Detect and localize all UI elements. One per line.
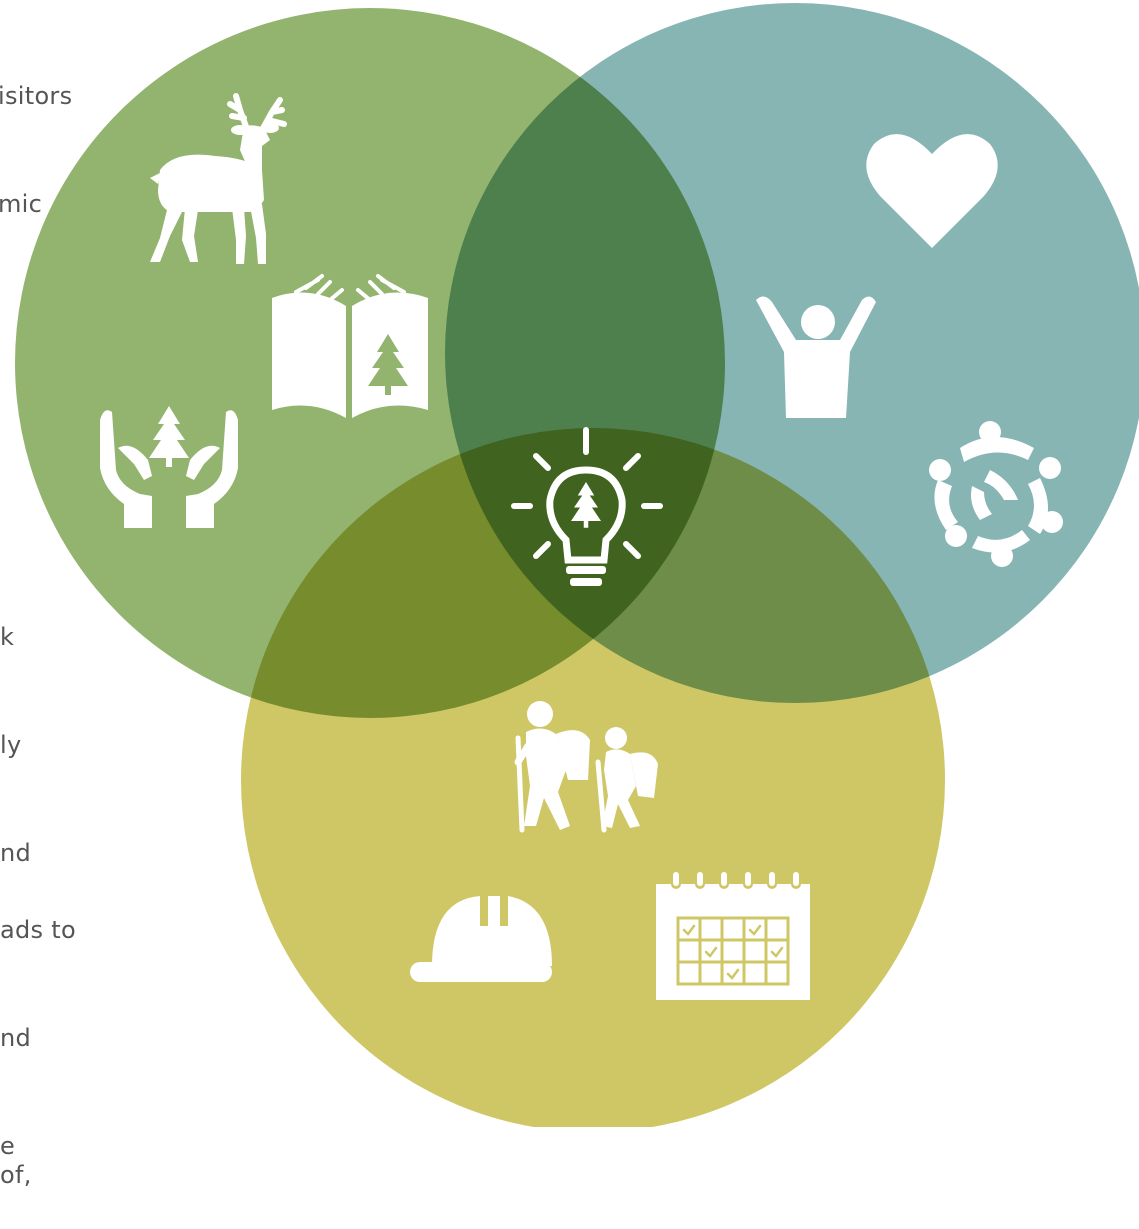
heart-icon xyxy=(866,134,998,248)
text-line: nd xyxy=(0,839,32,867)
text-line: mic xyxy=(0,190,43,218)
calendar-icon xyxy=(656,872,810,1000)
venn-diagram xyxy=(15,3,1139,1127)
text-line: ads to xyxy=(0,916,76,944)
text-line: ly xyxy=(0,731,22,759)
lightbulb-tree-icon xyxy=(511,427,663,586)
hands-tree-icon xyxy=(100,406,238,528)
text-line: isitors xyxy=(0,82,73,110)
person-arms-raised-icon xyxy=(756,296,876,418)
hard-hat-icon xyxy=(410,896,552,982)
community-circle-icon xyxy=(929,421,1063,567)
text-fragment-4: of, xyxy=(0,1085,32,1229)
text-fragment-1: isitors mic xyxy=(0,6,72,258)
activity-circle xyxy=(241,428,945,1127)
text-fragment-2: k ly nd xyxy=(0,547,31,907)
text-line: k xyxy=(0,623,15,651)
hikers-icon xyxy=(514,701,658,833)
deer-icon xyxy=(150,93,287,264)
text-line: nd xyxy=(0,1024,32,1052)
text-line: of, xyxy=(0,1161,32,1189)
book-tree-icon xyxy=(272,274,428,418)
